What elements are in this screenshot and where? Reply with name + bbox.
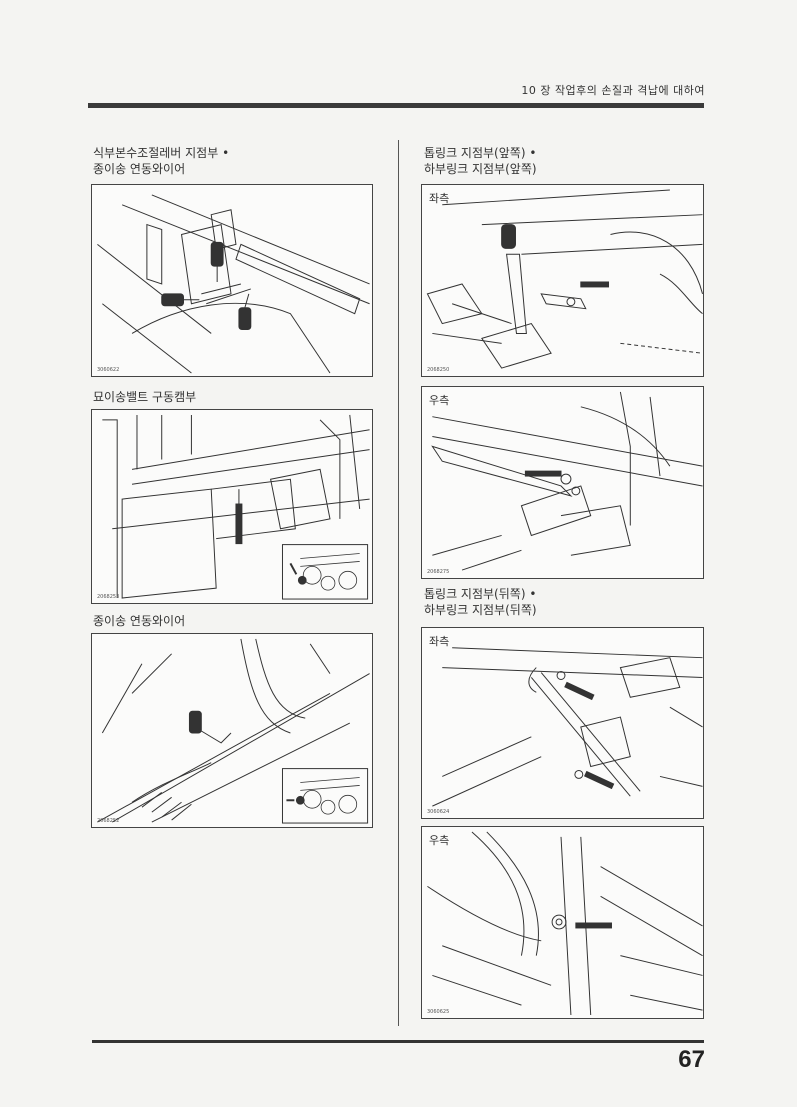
left-section3-caption: 종이송 연동와이어 (93, 614, 186, 628)
side-label: 좌측 (429, 635, 450, 648)
left-section2-caption: 묘이송밸트 구동캠부 (93, 390, 197, 404)
right-section2-caption: 톱링크 지점부(뒤쪽) • 하부링크 지점부(뒤쪽) (424, 586, 537, 618)
illustration-wire (97, 638, 370, 824)
figure-code: 2068250 (427, 367, 450, 373)
footer-rule (92, 1040, 704, 1043)
side-label: 좌측 (429, 192, 450, 205)
illustration-front-right (431, 391, 703, 571)
right-section1-caption: 톱링크 지점부(앞쪽) • 하부링크 지점부(앞쪽) (424, 145, 537, 177)
illustration-belt-cam (102, 414, 370, 600)
header-rule (88, 103, 704, 108)
figure-rear-left: 좌측 3060624 (421, 627, 704, 819)
figure-rear-right: 우측 3060625 (421, 826, 704, 1019)
left-section1-line1: 식부본수조절레버 지점부 • (93, 146, 230, 160)
right-section1-line1: 톱링크 지점부(앞쪽) • (424, 146, 537, 160)
side-label: 우측 (429, 834, 450, 847)
figure-sikbu-lever: 3060622 (91, 184, 373, 377)
side-label: 우측 (429, 394, 450, 407)
figure-code: 3060624 (427, 809, 450, 815)
figure-code: 2068253 (97, 594, 120, 600)
illustration-rear-right (427, 831, 703, 1016)
figure-belt-cam: 2068253 (91, 409, 373, 604)
figure-code: 3060625 (427, 1009, 450, 1015)
illustration-rear-left (432, 647, 703, 807)
right-section2-line1: 톱링크 지점부(뒤쪽) • (424, 587, 537, 601)
right-section2-line2: 하부링크 지점부(뒤쪽) (424, 603, 537, 617)
left-section1-line2: 종이송 연동와이어 (93, 162, 186, 176)
figure-front-right: 우측 2068275 (421, 386, 704, 579)
figure-code: 2068275 (427, 569, 450, 575)
illustration-front-left (426, 189, 703, 369)
figure-code: 3060622 (97, 367, 120, 373)
figure-code: 2068252 (97, 818, 120, 824)
right-section1-line2: 하부링크 지점부(앞쪽) (424, 162, 537, 176)
illustration-sikbu-lever (97, 194, 370, 374)
column-divider (398, 140, 399, 1026)
chapter-title: 10 장 작업후의 손질과 격납에 대하여 (521, 84, 705, 97)
figure-wire: 2068252 (91, 633, 373, 828)
figure-front-left: 좌측 2068250 (421, 184, 704, 377)
page-number: 67 (678, 1046, 705, 1073)
left-section1-caption: 식부본수조절레버 지점부 • 종이송 연동와이어 (93, 145, 229, 177)
